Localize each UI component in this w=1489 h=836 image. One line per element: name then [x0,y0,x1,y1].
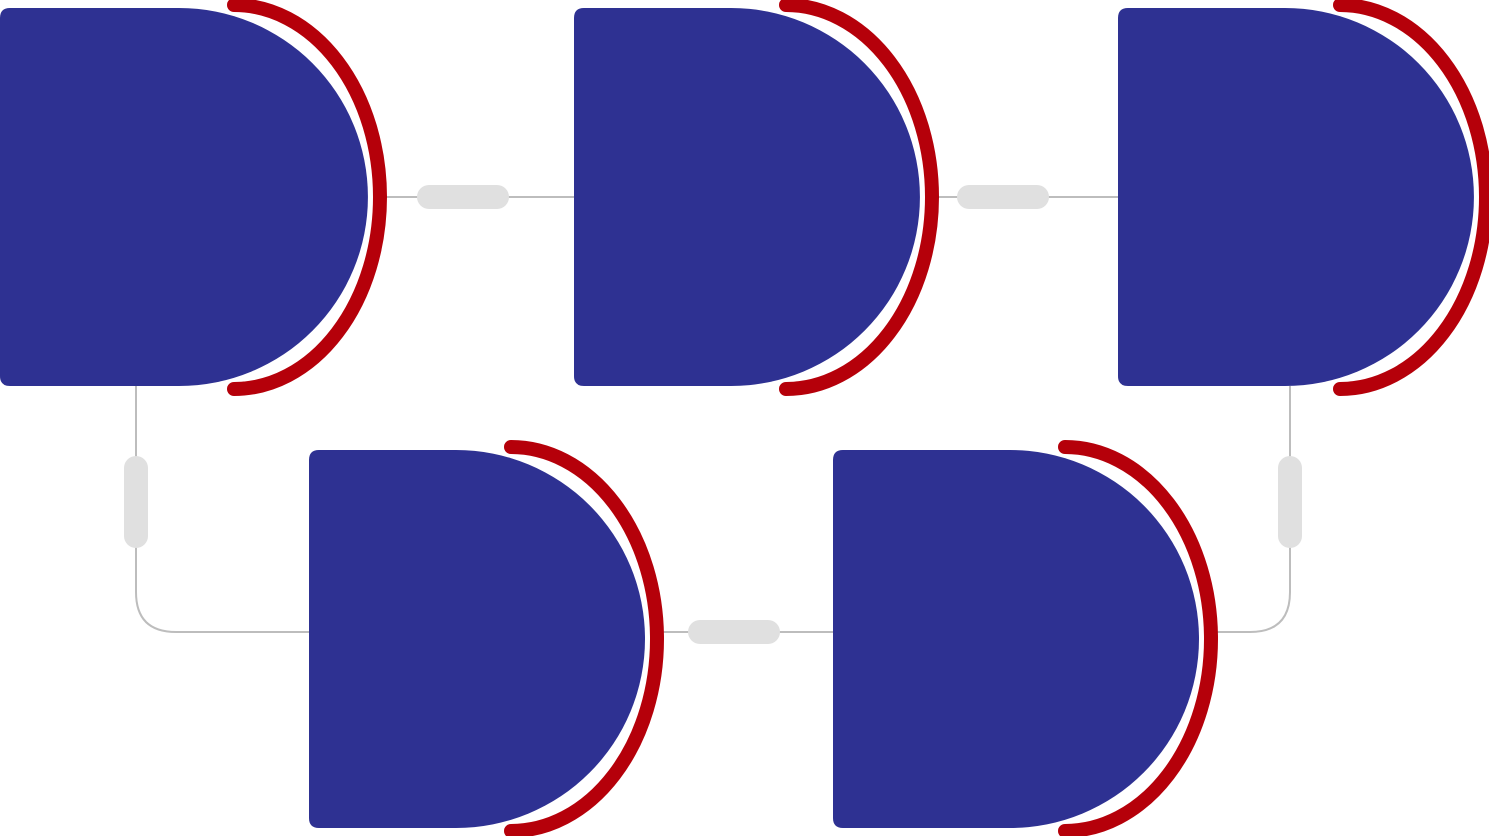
node-accent-arc [1058,440,1218,836]
process-node-3 [1118,0,1489,396]
connector-pill [1278,456,1302,548]
node-accent-arc [779,0,939,396]
connector-line [1213,386,1291,633]
node-body [833,450,1199,828]
connector-pill [417,185,509,209]
node-accent-arc [227,0,387,396]
connector-step-4-to-step-1 [124,386,309,633]
connector-pill [124,456,148,548]
connector-step-5-to-step-4 [659,620,833,644]
process-node-1 [0,0,387,396]
connector-step-1-to-step-2 [380,185,574,209]
node-body [309,450,645,828]
connectors-layer [124,185,1302,644]
node-accent-arc [1333,0,1489,396]
process-node-5 [833,440,1218,836]
node-body [0,8,368,386]
node-body [1118,8,1474,386]
connector-pill [957,185,1049,209]
process-node-2 [574,0,939,396]
connector-step-2-to-step-3 [934,185,1118,209]
node-body [574,8,920,386]
node-accent-arc [504,440,664,836]
connector-line [135,386,309,633]
process-node-4 [309,440,664,836]
connector-step-3-to-step-5 [1213,386,1302,633]
connector-pill [688,620,780,644]
